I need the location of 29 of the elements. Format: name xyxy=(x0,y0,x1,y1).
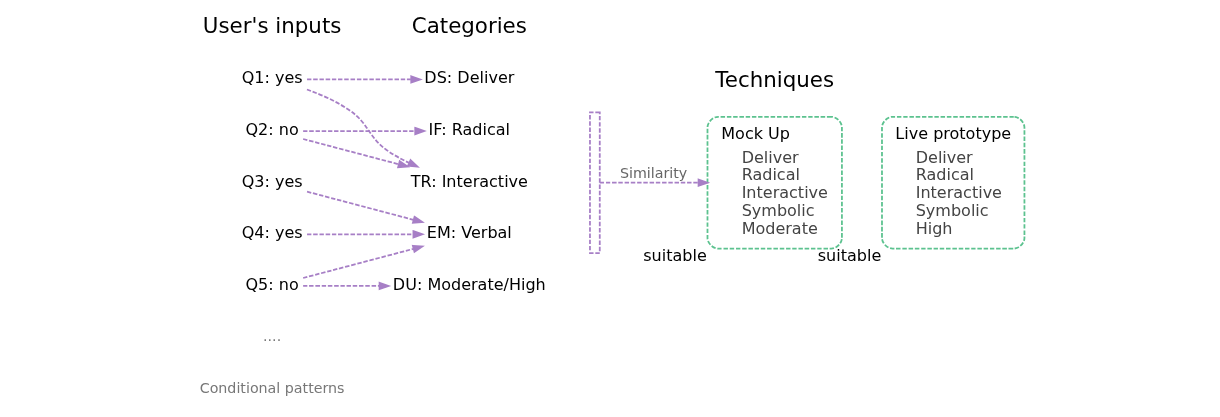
node-text: Q5: no xyxy=(245,274,299,294)
arrow xyxy=(302,126,427,136)
label: .... xyxy=(263,327,282,344)
node-label: suitable xyxy=(643,246,707,266)
node-box: Live prototype Deliver Radical Interactive Symbolic High xyxy=(881,115,1026,250)
node-bar xyxy=(589,111,601,254)
node-text: DS: Deliver xyxy=(424,68,515,88)
node-text: DU: Moderate/High xyxy=(392,274,546,294)
node-text: TR: Interactive xyxy=(410,171,528,191)
node-text: EM: Verbal xyxy=(426,223,512,243)
node-text: IF: Radical xyxy=(428,119,511,139)
label: Conditional patterns xyxy=(199,379,345,396)
arrow xyxy=(306,88,420,168)
label: Categories xyxy=(411,13,527,39)
arrow xyxy=(302,138,411,169)
edge-label: Similarity xyxy=(619,165,688,182)
node-text: Q4: yes xyxy=(241,223,303,243)
label: User's inputs xyxy=(202,13,342,39)
arrow xyxy=(302,244,425,279)
arrow xyxy=(306,75,423,84)
arrow xyxy=(306,190,425,224)
arrow xyxy=(306,229,426,239)
arrow xyxy=(302,281,392,291)
node-text: Q1: yes xyxy=(241,68,303,88)
arrow xyxy=(598,178,711,188)
label: Techniques xyxy=(715,66,835,92)
node-text: Q2: no xyxy=(245,119,299,139)
node-box: Mock Up Deliver Radical Interactive Symbolic Moderate xyxy=(706,115,843,250)
node-text: Q3: yes xyxy=(241,171,303,191)
